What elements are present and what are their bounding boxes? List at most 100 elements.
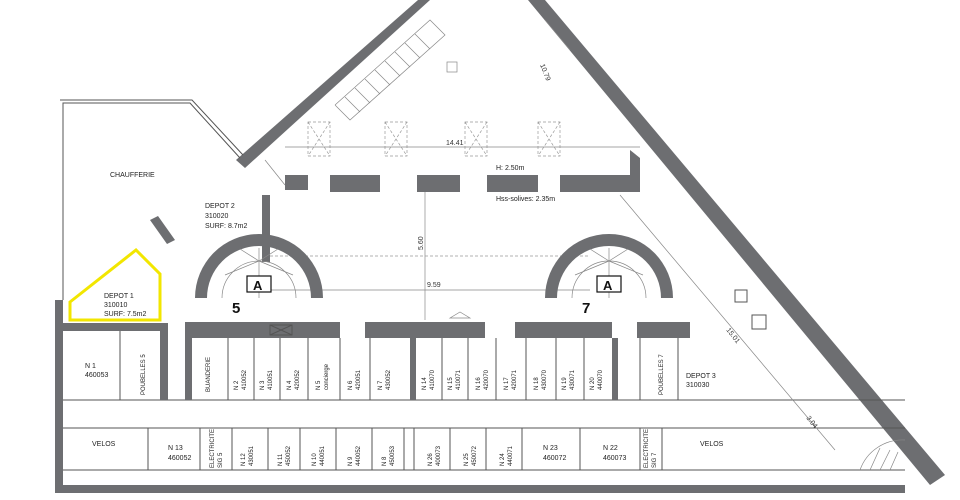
svg-text:ELECTRICITE: ELECTRICITE xyxy=(210,429,216,468)
svg-text:420070: 420070 xyxy=(484,369,490,390)
label-height: H: 2.50m xyxy=(496,165,525,172)
svg-text:440071: 440071 xyxy=(508,445,514,466)
svg-text:N 11: N 11 xyxy=(278,453,284,466)
svg-text:310020: 310020 xyxy=(205,213,228,220)
outer-walls xyxy=(55,0,945,493)
staircase-7 xyxy=(545,234,673,299)
svg-text:DEPOT 2: DEPOT 2 xyxy=(205,203,235,210)
svg-text:N 12: N 12 xyxy=(241,453,247,466)
svg-text:420051: 420051 xyxy=(356,369,362,390)
svg-text:410052: 410052 xyxy=(242,369,248,390)
dim-10-79: 10.79 xyxy=(538,63,551,82)
svg-text:N 16: N 16 xyxy=(476,377,482,390)
svg-text:N 1: N 1 xyxy=(85,363,96,370)
dim-9-59: 9.59 xyxy=(427,282,441,289)
depot1-highlight[interactable] xyxy=(68,247,162,322)
svg-text:460052: 460052 xyxy=(168,455,191,462)
svg-text:440070: 440070 xyxy=(598,369,604,390)
label-n22: N 22 460073 xyxy=(603,445,626,462)
svg-text:410071: 410071 xyxy=(456,369,462,390)
svg-text:ELECTRICITE: ELECTRICITE xyxy=(644,429,650,468)
stair5-mark: A xyxy=(253,278,263,293)
svg-text:N 10: N 10 xyxy=(312,453,318,466)
svg-text:N 15: N 15 xyxy=(448,377,454,390)
skylights xyxy=(307,121,561,157)
svg-text:N 18: N 18 xyxy=(534,377,540,390)
label-velos-right: VELOS xyxy=(700,441,724,448)
svg-text:DEPOT 1: DEPOT 1 xyxy=(104,293,134,300)
label-electricite5: ELECTRICITE SIG 5 xyxy=(210,429,224,468)
label-poubelles7: POUBELLES 7 xyxy=(659,354,665,395)
svg-text:460053: 460053 xyxy=(85,372,108,379)
svg-text:440052: 440052 xyxy=(356,445,362,466)
svg-text:SURF: 8.7m2: SURF: 8.7m2 xyxy=(205,223,248,230)
svg-text:N 7: N 7 xyxy=(378,380,384,390)
svg-text:N 8: N 8 xyxy=(382,456,388,466)
label-hss: Hss-solives: 2.35m xyxy=(496,196,555,203)
svg-text:460073: 460073 xyxy=(603,455,626,462)
label-chaufferie: CHAUFFERIE xyxy=(110,172,155,179)
svg-text:SIG 7: SIG 7 xyxy=(652,452,658,468)
label-n13: N 13 460052 xyxy=(168,445,191,462)
label-depot2: DEPOT 2 310020 SURF: 8.7m2 xyxy=(205,203,248,230)
svg-text:SURF: 7.5m2: SURF: 7.5m2 xyxy=(104,311,147,318)
svg-text:SIG 5: SIG 5 xyxy=(218,452,224,468)
svg-text:N 22: N 22 xyxy=(603,445,618,452)
svg-text:N 13: N 13 xyxy=(168,445,183,452)
svg-text:N 17: N 17 xyxy=(504,377,510,390)
label-velos-left: VELOS xyxy=(92,441,116,448)
svg-text:DEPOT 3: DEPOT 3 xyxy=(686,373,716,380)
label-n1: N 1 460053 xyxy=(85,363,108,379)
svg-text:410070: 410070 xyxy=(430,369,436,390)
svg-text:430051: 430051 xyxy=(249,445,255,466)
svg-text:N 14: N 14 xyxy=(422,377,428,390)
svg-text:410051: 410051 xyxy=(268,369,274,390)
dimension-lines xyxy=(270,19,836,451)
svg-text:420071: 420071 xyxy=(512,369,518,390)
svg-text:N 9: N 9 xyxy=(348,456,354,466)
svg-text:N 4: N 4 xyxy=(287,380,293,390)
staircase-bottom-right xyxy=(734,289,906,471)
svg-text:concierge: concierge xyxy=(324,363,330,390)
svg-text:N 24: N 24 xyxy=(500,453,506,466)
svg-text:310030: 310030 xyxy=(686,382,709,389)
svg-text:450072: 450072 xyxy=(472,445,478,466)
svg-text:420052: 420052 xyxy=(295,369,301,390)
svg-text:450053: 450053 xyxy=(390,445,396,466)
svg-text:N 6: N 6 xyxy=(348,380,354,390)
svg-text:450052: 450052 xyxy=(286,445,292,466)
cell-partitions xyxy=(119,311,679,470)
svg-text:N 2: N 2 xyxy=(234,380,240,390)
label-stair-7: 7 xyxy=(582,300,590,317)
dim-5-60: 5.60 xyxy=(418,236,425,250)
label-depot1: DEPOT 1 310010 SURF: 7.5m2 xyxy=(104,293,147,318)
svg-text:310010: 310010 xyxy=(104,302,127,309)
svg-text:N 5: N 5 xyxy=(316,380,322,390)
svg-text:430070: 430070 xyxy=(542,369,548,390)
label-buanderie: BUANDERIE xyxy=(206,357,212,392)
svg-text:440051: 440051 xyxy=(320,445,326,466)
staircase-top xyxy=(264,19,458,186)
svg-text:N 23: N 23 xyxy=(543,445,558,452)
label-stair-5: 5 xyxy=(232,300,240,317)
label-depot3: DEPOT 3 310030 xyxy=(686,373,716,389)
